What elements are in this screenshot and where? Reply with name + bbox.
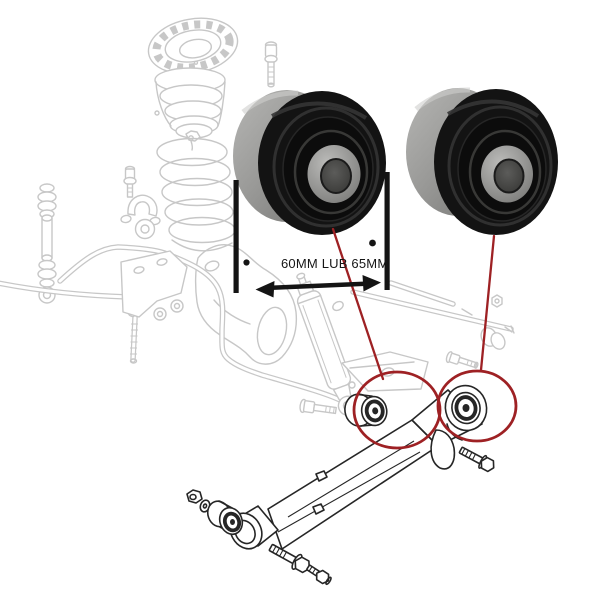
- bushing-photo-left: [233, 90, 386, 235]
- stabilizer-bracket-bolt: [123, 165, 137, 198]
- mount-bolt: [264, 41, 278, 88]
- arm-bolt-long: [268, 543, 311, 574]
- trailing-arm-front-tube: [229, 505, 279, 550]
- dim-dot-left: [243, 259, 250, 266]
- dim-arrow: [255, 275, 381, 298]
- trailing-arm: [229, 384, 488, 550]
- stabilizer-end-link: [37, 183, 57, 304]
- callout-circle-right: [436, 369, 518, 443]
- shock-bolt: [299, 398, 337, 415]
- rail-bolt: [445, 351, 479, 369]
- coil-spring: [156, 137, 236, 252]
- dimension-marks: [233, 172, 390, 298]
- callout-circles: [352, 369, 518, 450]
- callout-line-right: [479, 234, 496, 372]
- arm-bolt-short: [306, 564, 332, 586]
- arm-clips: [312, 470, 328, 515]
- front-bushing-kit: [186, 489, 244, 536]
- bushing-photo-right: [406, 87, 558, 235]
- stabilizer-bracket: [120, 194, 161, 226]
- dim-bar-right: [384, 172, 390, 290]
- arm-mount-bracket: [341, 351, 429, 392]
- dimension-label: 60MM LUB 65MM: [281, 256, 389, 271]
- shock-washer: [332, 300, 344, 312]
- stabilizer-bushing: [134, 218, 156, 240]
- trailing-arm-eye-bushing: [444, 384, 488, 441]
- eye-bolt: [458, 446, 495, 473]
- callout-line-left: [331, 227, 385, 381]
- loose-bushing: [344, 393, 388, 427]
- strut-mount: [147, 17, 239, 75]
- subframe-bracket: [120, 250, 188, 321]
- callout-circle-left: [352, 370, 442, 450]
- dim-bar-left: [233, 180, 239, 293]
- dust-boot: [154, 67, 226, 142]
- rail-nut: [491, 294, 503, 308]
- dim-dot-right: [369, 239, 376, 247]
